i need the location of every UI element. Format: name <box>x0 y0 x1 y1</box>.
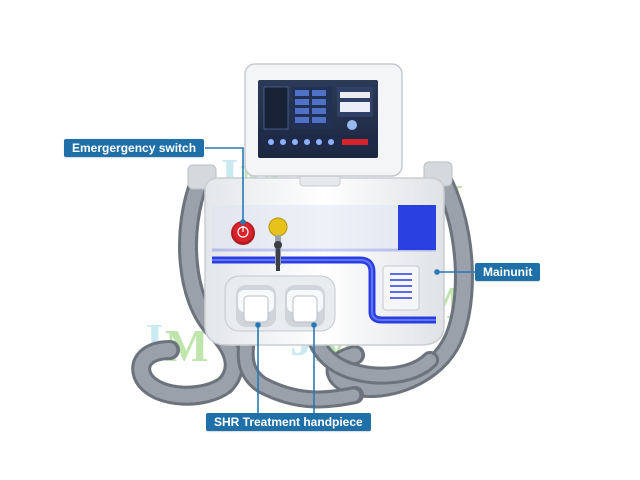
key-switch-icon <box>268 217 288 271</box>
handpiece-callout: SHR Treatment handpiece <box>206 413 371 431</box>
left-hose <box>131 170 244 406</box>
vent-panel <box>382 265 420 311</box>
emergency-switch-callout: Emergergency switch <box>64 139 205 157</box>
callout-lines <box>205 147 475 413</box>
emergency-stop-button-icon <box>231 221 255 245</box>
main-unit-callout: Mainunit <box>475 263 541 281</box>
handpiece-slots <box>224 275 336 332</box>
touchscreen-housing <box>244 63 403 177</box>
